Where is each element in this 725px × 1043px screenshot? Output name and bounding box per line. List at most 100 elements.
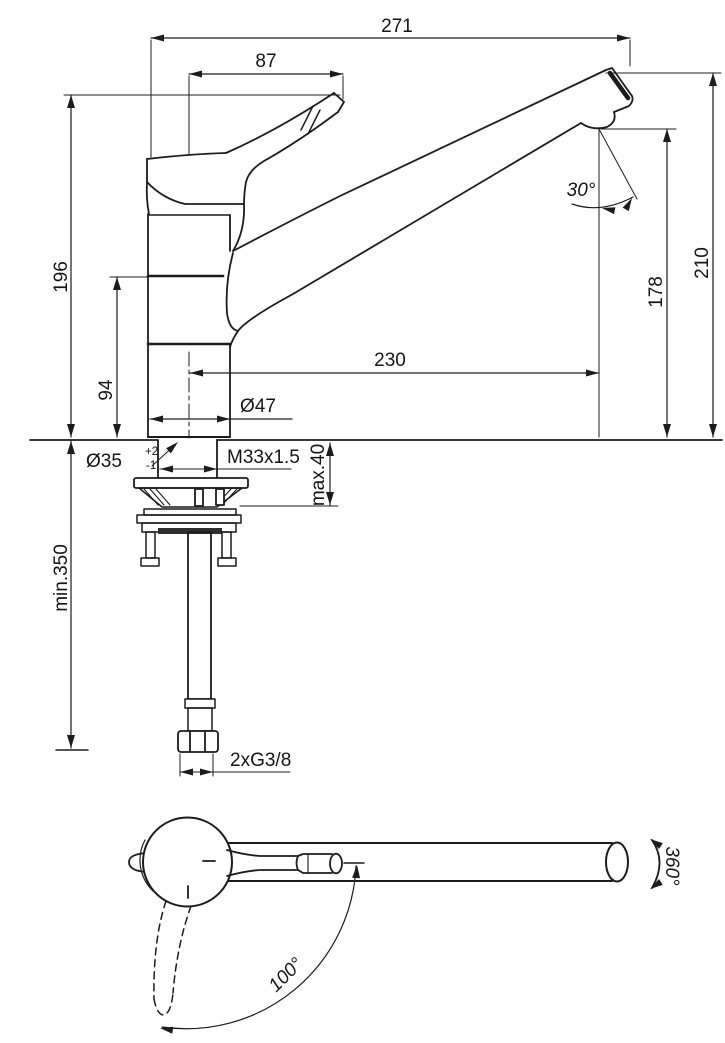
dim-label-94: 94 xyxy=(96,379,117,401)
braided-supply-hose xyxy=(187,531,212,700)
handle-swivel-arc xyxy=(161,865,357,1030)
clamp-slot-2 xyxy=(215,488,225,506)
arrowhead xyxy=(663,129,671,142)
spout-body-junction xyxy=(225,252,239,332)
handle-grip-end xyxy=(329,852,343,875)
arrowhead xyxy=(352,865,361,879)
lever-band-line-1 xyxy=(300,105,314,131)
dim-label-210: 210 xyxy=(692,247,713,279)
dimension-230: 230 xyxy=(188,350,600,439)
swivel-arc xyxy=(651,839,661,889)
arrowhead xyxy=(67,424,75,437)
angle-label-30: 30° xyxy=(567,180,596,201)
handle-cap-left xyxy=(145,158,150,215)
clamp-hatching xyxy=(143,488,238,506)
arrowhead xyxy=(617,34,630,42)
spout-bottom-edge xyxy=(229,122,582,348)
spout-tube-plan xyxy=(227,842,613,882)
handle-rotated-dashed-tip xyxy=(153,992,174,1016)
plan-view: 360° 100° xyxy=(128,816,682,1034)
handle-rotated-dashed-right xyxy=(172,905,192,994)
handle-grip-plan xyxy=(295,853,333,874)
callout-dia35: Ø35 +2 -1 xyxy=(86,442,178,472)
dimension-g38: 2xG3/8 xyxy=(179,750,291,777)
arrowhead xyxy=(330,70,343,78)
aerator-outlet xyxy=(580,111,616,130)
dimension-178: 178 xyxy=(600,128,677,438)
spout-top-edge xyxy=(232,67,634,252)
angle-label-360: 360° xyxy=(661,846,682,886)
front-view: 271 87 196 94 xyxy=(29,16,723,777)
dim-label-178: 178 xyxy=(646,276,667,308)
body-inner-arc xyxy=(139,839,154,892)
dimension-dia47: Ø47 xyxy=(149,396,293,423)
spout-end-plan xyxy=(605,841,629,883)
clamp-cone xyxy=(138,487,243,508)
dim-label-dia47: Ø47 xyxy=(240,396,276,417)
angle-30: 30° xyxy=(567,128,638,438)
arrowhead xyxy=(650,839,663,850)
dim-label-dia35-tol-plus: +2 xyxy=(145,446,158,458)
angle-360: 360° xyxy=(650,839,682,889)
extension-lines-271 xyxy=(150,39,631,158)
dim-label-min350: min.350 xyxy=(51,544,72,612)
arrowhead xyxy=(189,70,202,78)
arrowhead xyxy=(166,442,178,454)
dimension-max40: max.40 xyxy=(239,442,339,507)
angle-label-100: 100° xyxy=(265,954,308,997)
threaded-shank xyxy=(157,439,218,479)
fixing-bolt-right xyxy=(221,531,232,559)
lever-bottom-edge xyxy=(232,111,339,252)
washer-plate-1 xyxy=(143,508,237,516)
arrowhead xyxy=(326,492,334,505)
arrowhead xyxy=(602,207,616,215)
dimension-m33: M33x1.5 xyxy=(159,447,300,473)
handle-neck-plan xyxy=(226,849,299,877)
arrowhead xyxy=(67,441,75,454)
arrowhead xyxy=(217,415,230,423)
fixing-bolt-right-foot xyxy=(217,557,237,567)
gasket-shadow xyxy=(158,528,222,534)
arrowhead xyxy=(150,415,163,423)
lever-tip xyxy=(333,92,345,113)
dim-label-max40: max.40 xyxy=(308,444,329,506)
arrowhead xyxy=(204,465,217,473)
indicator-marks xyxy=(187,860,216,899)
mounting-flange xyxy=(133,477,249,489)
dimension-87: 87 xyxy=(63,51,344,155)
arrowhead xyxy=(326,443,334,456)
fixing-bolt-left-foot xyxy=(140,557,160,567)
dimension-271: 271 xyxy=(150,16,631,158)
handle-cap-top xyxy=(146,152,227,160)
dim-label-196: 196 xyxy=(51,261,72,293)
arrowhead xyxy=(650,878,663,889)
dim-label-m33: M33x1.5 xyxy=(227,447,300,468)
dimension-210: 210 xyxy=(605,72,722,438)
arrowhead xyxy=(586,369,599,377)
arrowhead xyxy=(190,369,203,377)
handle-rotated-dashed-left xyxy=(153,900,167,1000)
fixing-bolt-left xyxy=(145,531,156,559)
spout-end-face xyxy=(607,70,631,101)
hose-collar xyxy=(184,698,216,709)
arrowhead xyxy=(67,95,75,108)
arrowhead xyxy=(709,73,717,86)
extension-lines-87 xyxy=(63,75,344,155)
dimension-196: 196 xyxy=(51,94,75,438)
hose-fitting xyxy=(187,707,213,732)
lever-top-edge xyxy=(225,92,335,154)
dim-label-dia35: Ø35 xyxy=(86,451,122,472)
mounting-hardware xyxy=(133,439,249,753)
arrowhead xyxy=(113,277,121,290)
clamp-slot-1 xyxy=(194,488,204,507)
angle-slant-line xyxy=(598,128,638,200)
faucet-outline xyxy=(145,67,634,438)
dim-label-g38: 2xG3/8 xyxy=(230,750,291,771)
arrowhead xyxy=(160,465,173,473)
connection-nut-facets xyxy=(189,731,206,752)
connection-nut xyxy=(177,730,219,753)
arrowhead xyxy=(663,424,671,437)
arrowhead xyxy=(180,768,193,776)
